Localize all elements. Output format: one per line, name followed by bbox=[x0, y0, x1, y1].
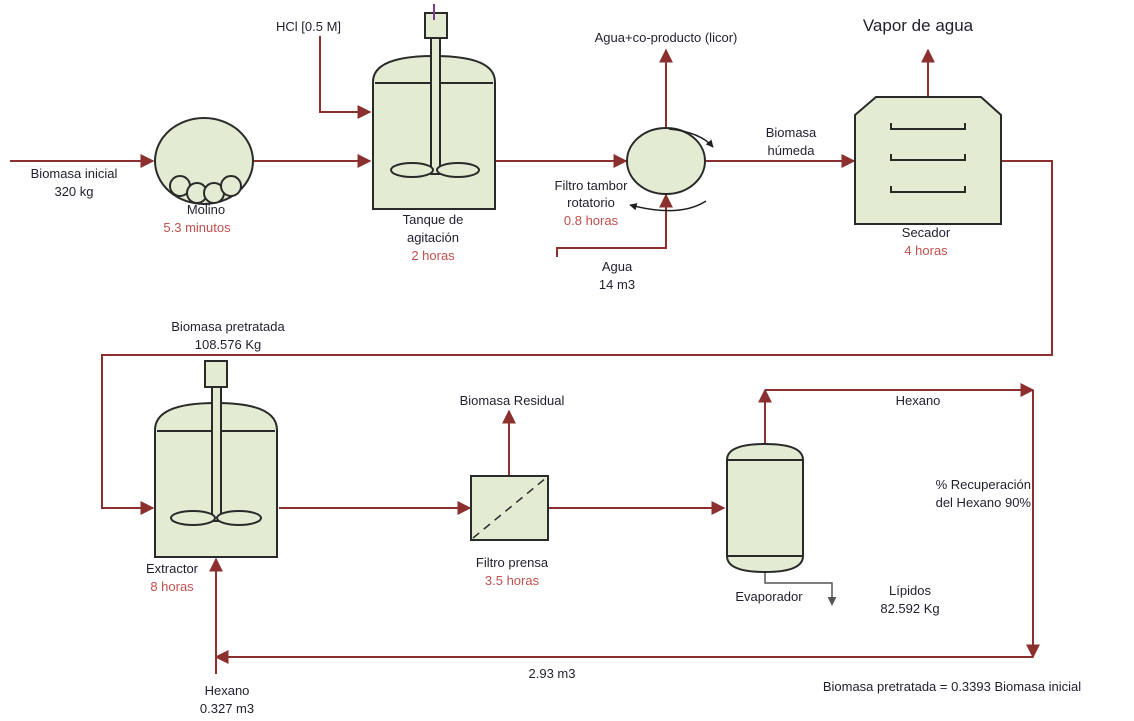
footnote-relation: Biomasa pretratada = 0.3393 Biomasa inic… bbox=[823, 679, 1081, 694]
secador-time: 4 horas bbox=[904, 243, 948, 258]
hexano-recuperado-label: Hexano bbox=[896, 393, 941, 408]
lipidos-label: Lípidos bbox=[889, 583, 931, 598]
biomasa-inicial-label: Biomasa inicial bbox=[31, 166, 118, 181]
agua-label: Agua bbox=[602, 259, 633, 274]
recuperacion-label-1: % Recuperación bbox=[936, 477, 1031, 492]
licor-label: Agua+co-producto (licor) bbox=[595, 30, 738, 45]
tanque-time: 2 horas bbox=[411, 248, 455, 263]
extractor-label: Extractor bbox=[146, 561, 199, 576]
stream-hcl bbox=[319, 36, 372, 119]
filtro-tambor-label-2: rotatorio bbox=[567, 195, 615, 210]
tanque-label-1: Tanque de bbox=[403, 212, 464, 227]
agua-volume: 14 m3 bbox=[599, 277, 635, 292]
lipidos-mass: 82.592 Kg bbox=[880, 601, 939, 616]
filtro-tambor-equipment[interactable] bbox=[626, 127, 714, 212]
molino-time: 5.3 minutos bbox=[163, 220, 231, 235]
stream-lipidos bbox=[764, 572, 837, 606]
biomasa-residual-label: Biomasa Residual bbox=[460, 393, 565, 408]
hexano-fresco-label: Hexano bbox=[205, 683, 250, 698]
biomasa-humeda-label-1: Biomasa bbox=[766, 125, 817, 140]
extractor-equipment[interactable] bbox=[154, 360, 278, 558]
biomasa-inicial-mass: 320 kg bbox=[54, 184, 93, 199]
biomasa-pretratada-label: Biomasa pretratada bbox=[171, 319, 285, 334]
filtro-prensa-equipment[interactable] bbox=[470, 475, 549, 541]
secador-equipment[interactable] bbox=[854, 96, 1002, 225]
filtro-tambor-label-1: Filtro tambor bbox=[555, 178, 629, 193]
evaporador-equipment[interactable] bbox=[726, 442, 804, 574]
biomasa-pretratada-mass: 108.576 Kg bbox=[195, 337, 262, 352]
filtro-prensa-label: Filtro prensa bbox=[476, 555, 549, 570]
vapor-label: Vapor de agua bbox=[863, 16, 974, 35]
rotation-arrow-ccw-icon bbox=[629, 200, 707, 212]
filtro-prensa-time: 3.5 horas bbox=[485, 573, 540, 588]
extractor-time: 8 horas bbox=[150, 579, 194, 594]
recuperacion-label-2: del Hexano 90% bbox=[936, 495, 1032, 510]
biomasa-humeda-label-2: húmeda bbox=[768, 143, 816, 158]
filtro-tambor-time: 0.8 horas bbox=[564, 213, 619, 228]
stream-agua bbox=[556, 193, 673, 257]
rotation-arrow-cw-icon bbox=[668, 128, 714, 148]
molino-equipment[interactable] bbox=[154, 117, 254, 205]
hexano-fresco-volume: 0.327 m3 bbox=[200, 701, 254, 716]
tanque-agitacion-equipment[interactable] bbox=[372, 4, 496, 210]
hcl-label: HCl [0.5 M] bbox=[276, 19, 341, 34]
secador-label: Secador bbox=[902, 225, 951, 240]
molino-label: Molino bbox=[187, 202, 225, 217]
tanque-label-2: agitación bbox=[407, 230, 459, 245]
reciclo-volume: 2.93 m3 bbox=[529, 666, 576, 681]
stream-biomasa-pretratada bbox=[101, 160, 1053, 515]
evaporador-label: Evaporador bbox=[735, 589, 803, 604]
